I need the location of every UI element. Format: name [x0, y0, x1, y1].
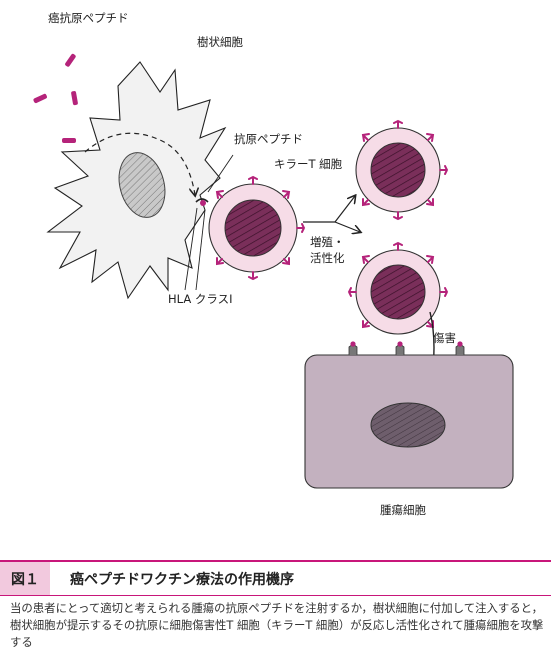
dendritic-cell — [46, 61, 227, 300]
figure-tag: 図１ — [0, 562, 50, 595]
label-dendritic-cell: 樹状細胞 — [197, 35, 243, 49]
label-damage: 傷害 — [433, 331, 456, 345]
killer-t-cell-1 — [195, 175, 306, 281]
label-proliferation-line2: 活性化 — [310, 251, 345, 265]
killer-t-cell-2 — [355, 119, 449, 221]
figure-title: 癌ペプチドワクチン療法の作用機序 — [70, 571, 294, 588]
mechanism-diagram: 癌抗原ペプチド 樹状細胞 抗原ペプチド キラーT 細胞 増殖・ 活性化 HLA … — [33, 11, 514, 517]
tumor-cell — [304, 341, 514, 489]
proliferation-arrow — [303, 196, 360, 232]
label-cancer-peptide: 癌抗原ペプチド — [48, 11, 129, 25]
killer-t-cell-3 — [347, 241, 449, 388]
label-proliferation-line1: 増殖・ — [310, 235, 345, 249]
leader-lines — [184, 154, 234, 291]
caption-bar: 図１ 癌ペプチドワクチン療法の作用機序 — [0, 560, 551, 596]
figure-description: 当の患者にとって適切と考えられる腫瘍の抗原ペプチドを注射するか，樹状細胞に付加し… — [10, 601, 544, 649]
label-hla-class: HLA クラスⅠ — [168, 292, 233, 306]
free-peptides — [33, 53, 78, 143]
label-antigen-peptide: 抗原ペプチド — [234, 132, 303, 146]
label-killer-t-cell: キラーT 細胞 — [274, 157, 343, 171]
label-tumor-cell: 腫瘍細胞 — [380, 503, 426, 517]
